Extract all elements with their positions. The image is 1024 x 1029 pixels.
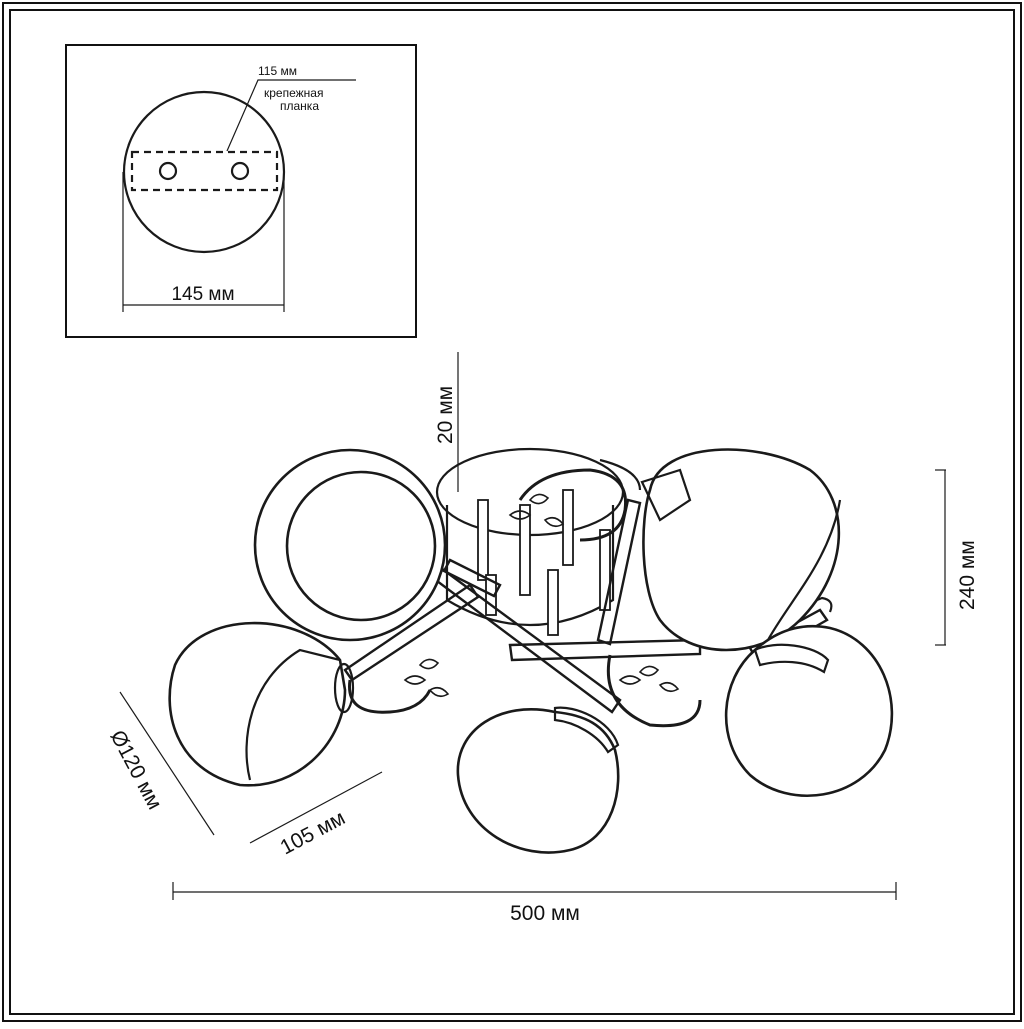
mounting-bar-label-line2: планка [280,99,319,113]
globe-bottom-center [456,708,620,854]
dim-115-label: 115 мм [258,64,297,78]
page-frame-inner [9,9,1015,1015]
globe-right-socket [753,643,830,674]
canopy-rods [477,489,611,636]
screw-hole-right [230,161,250,181]
scroll-hook-top [599,458,642,491]
globe-left-rim [245,648,341,781]
globe-right [724,624,894,797]
globe-left [168,621,347,787]
mounting-bar-label-line1: крепежная [264,86,323,100]
globe-top-right-socket [640,468,692,522]
screw-hole-left [158,161,178,181]
globe-top-right-rim [767,499,842,641]
fixture-drawing: 20 мм 240 мм Ø120 мм 105 мм 500 мм [106,352,979,925]
globe-left-socket [333,662,355,714]
dim-20-label: 20 мм [434,386,457,444]
mounting-plate-inset: 115 мм крепежная планка 145 мм [65,44,417,338]
mounting-bar-leader [226,79,356,152]
scroll-arm-left [348,679,432,714]
globe-bottom-center-socket [553,706,620,754]
dim-240-label: 240 мм [956,540,979,610]
dim-120-label: Ø120 мм [106,727,167,814]
scroll-arm-right [606,654,702,728]
mounting-bar [130,150,279,192]
dim-120-line [119,691,215,836]
dim-145-label: 145 мм [171,284,234,305]
dim-105-line [249,771,383,844]
dim-500-label: 500 мм [510,902,580,925]
dim-105-label: 105 мм [277,806,349,859]
leaf-ornaments [403,493,680,698]
globe-top-left-opening [285,470,437,622]
scroll-arm-top [518,468,628,542]
globe-top-right [642,448,841,652]
